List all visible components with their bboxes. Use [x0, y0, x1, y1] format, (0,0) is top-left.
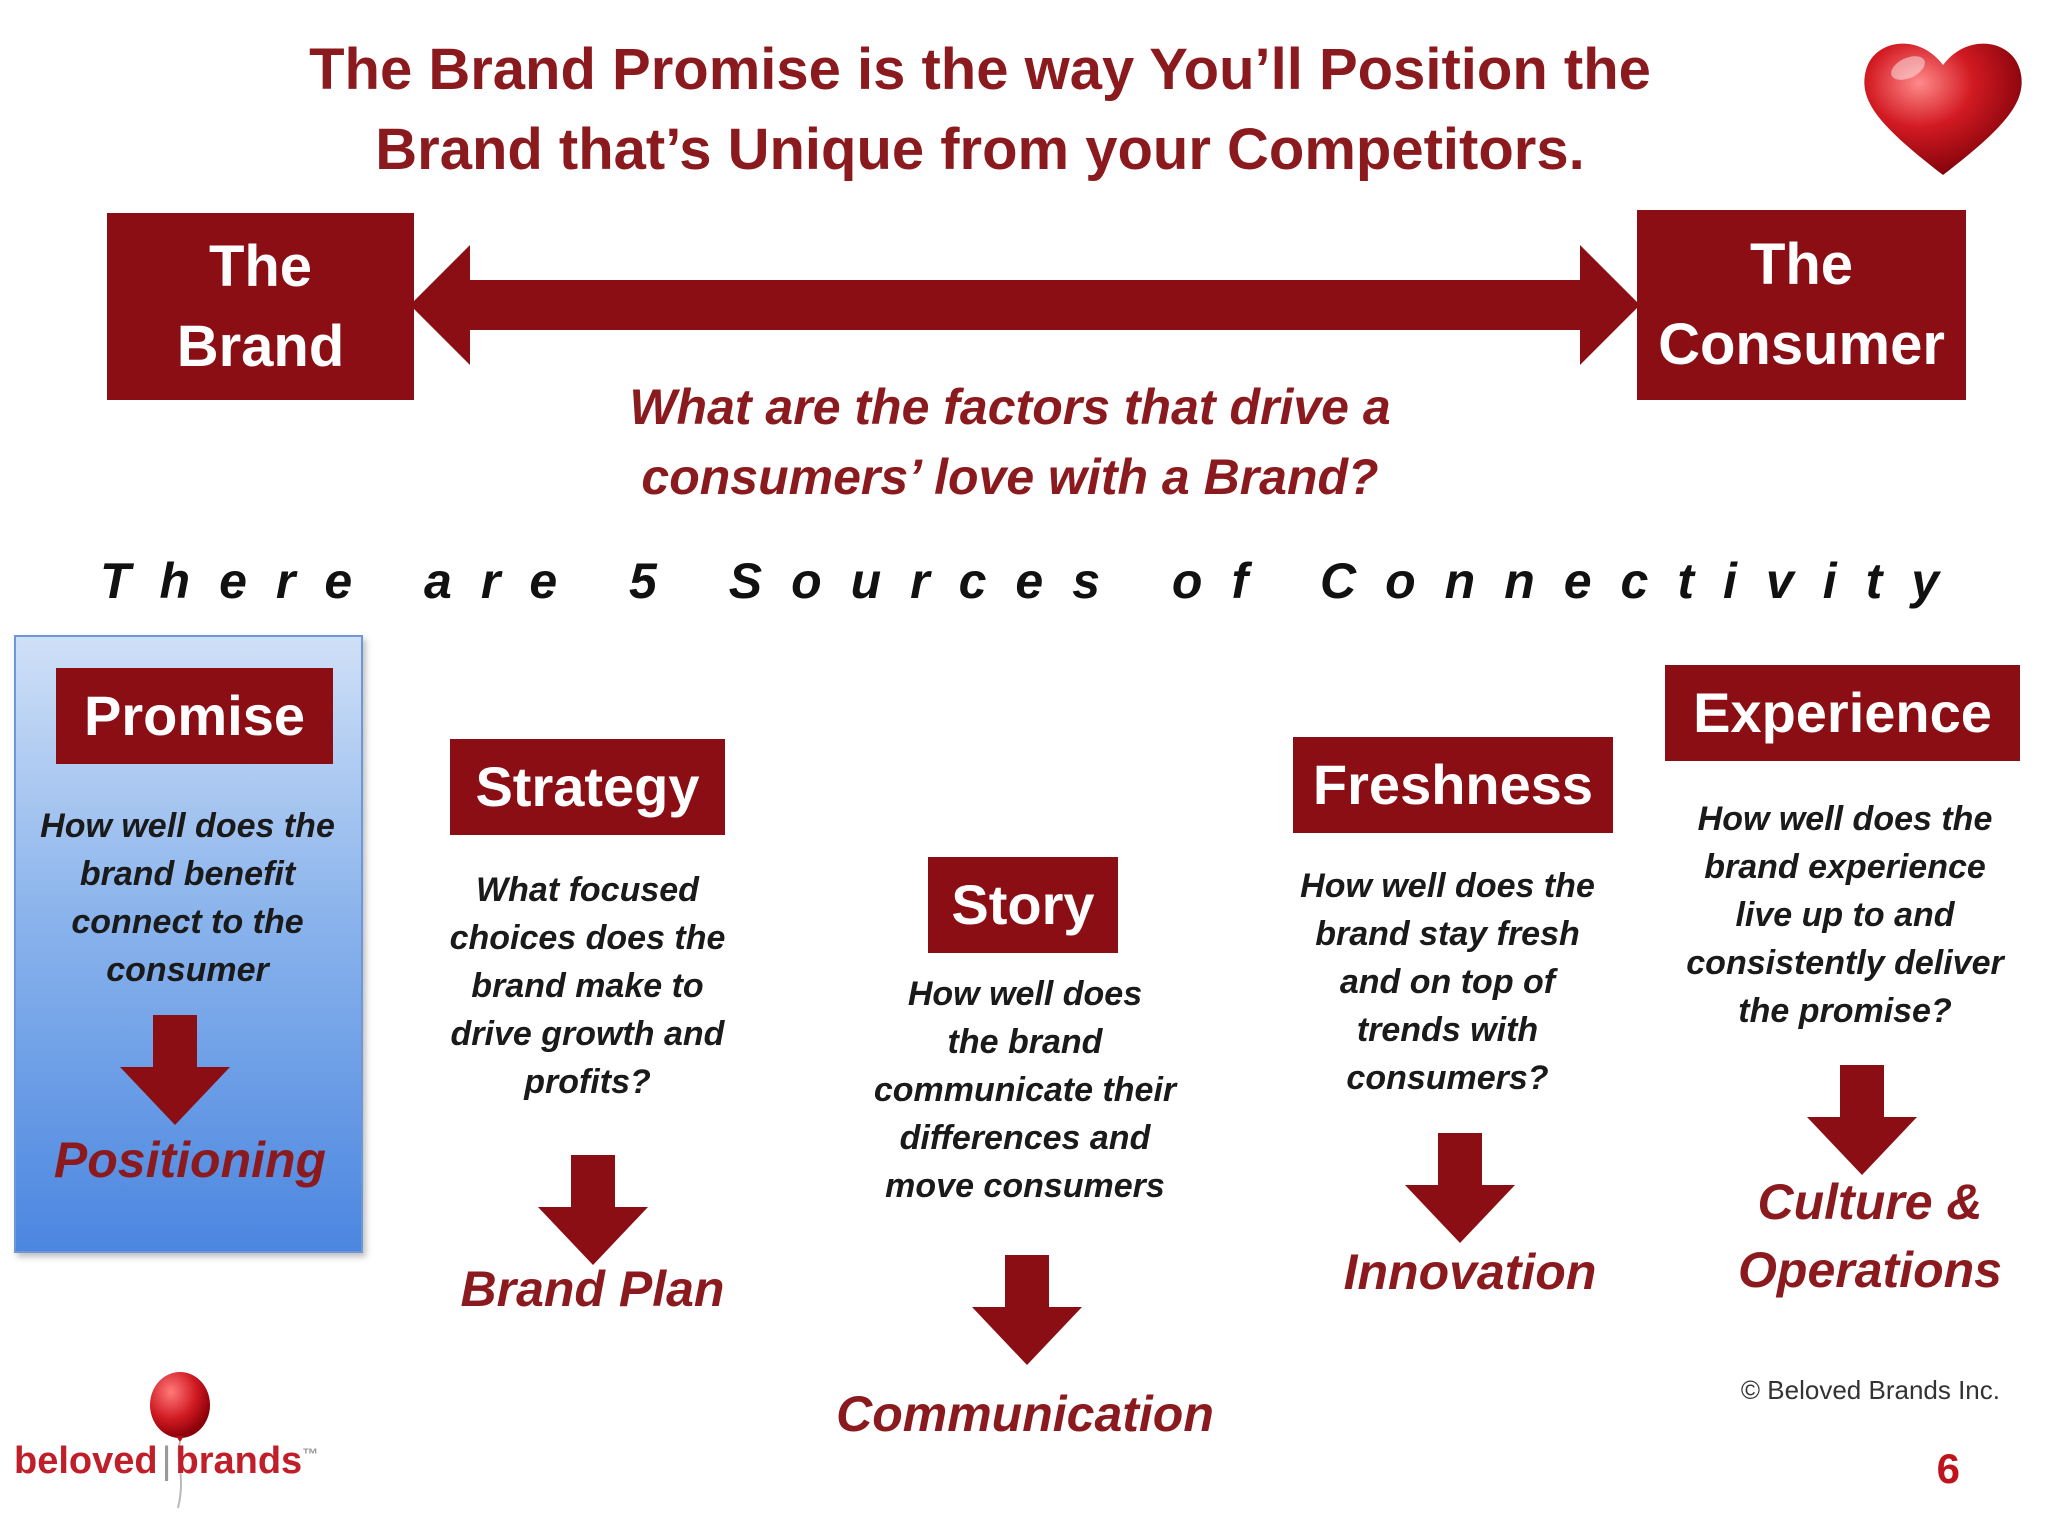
desc-line: profits?	[524, 1063, 651, 1101]
slide-title: The Brand Promise is the way You’ll Posi…	[180, 30, 1780, 190]
logo-word-2: brands	[175, 1440, 303, 1482]
desc-line: consumer	[106, 951, 269, 989]
desc-line: brand stay fresh	[1315, 915, 1580, 953]
desc-line: live up to and	[1735, 896, 1955, 934]
strategy-outcome: Brand Plan	[420, 1255, 765, 1323]
desc-line: consistently deliver	[1686, 944, 2004, 982]
central-question: What are the factors that drive a consum…	[560, 372, 1460, 512]
story-outcome: Communication	[800, 1380, 1250, 1448]
strategy-label: Strategy	[450, 739, 725, 835]
double-arrow-icon	[410, 245, 1640, 365]
desc-line: How well does the	[1300, 867, 1595, 905]
consumer-box-line-1: The	[1749, 232, 1854, 297]
down-arrow-icon	[120, 1015, 230, 1125]
outcome-line: Innovation	[1343, 1244, 1597, 1300]
desc-line: drive growth and	[450, 1015, 725, 1053]
consumer-box-line-2: Consumer	[1658, 312, 1945, 377]
desc-line: How well does the	[1697, 800, 1993, 838]
outcome-line: Communication	[836, 1386, 1214, 1442]
desc-line: How well does	[907, 975, 1143, 1013]
title-line-1: The Brand Promise is the way You’ll Posi…	[309, 37, 1651, 102]
promise-label: Promise	[56, 668, 333, 764]
story-label: Story	[928, 857, 1118, 953]
outcome-line: Culture &	[1757, 1174, 1983, 1230]
logo-trademark: ™	[302, 1446, 319, 1464]
promise-description: How well does the brand benefit connect …	[20, 802, 355, 994]
title-line-2: Brand that’s Unique from your Competitor…	[375, 117, 1585, 182]
outcome-line: Operations	[1738, 1242, 2002, 1298]
logo-separator: |	[161, 1440, 172, 1482]
down-arrow-icon	[972, 1255, 1082, 1365]
question-line-1: What are the factors that drive a	[629, 379, 1391, 435]
desc-line: choices does the	[449, 919, 726, 957]
outcome-line: Brand Plan	[460, 1261, 725, 1317]
desc-line: consumers?	[1346, 1059, 1549, 1097]
desc-line: differences and	[899, 1119, 1151, 1157]
promise-outcome: Positioning	[20, 1126, 360, 1194]
page-number: 6	[1936, 1445, 1960, 1492]
desc-line: How well does the	[40, 807, 335, 845]
story-description: How well does the brand communicate thei…	[840, 970, 1210, 1210]
desc-line: What focused	[476, 871, 699, 909]
experience-label: Experience	[1665, 665, 2020, 761]
desc-line: brand make to	[471, 967, 704, 1005]
desc-line: move consumers	[885, 1167, 1165, 1205]
outcome-line: Positioning	[53, 1132, 327, 1188]
brand-box-line-2: Brand	[176, 313, 345, 379]
freshness-label: Freshness	[1293, 737, 1613, 833]
experience-outcome: Culture & Operations	[1690, 1168, 2048, 1304]
freshness-outcome: Innovation	[1290, 1238, 1650, 1306]
desc-line: brand benefit	[79, 855, 296, 893]
the-consumer-box: The Consumer	[1637, 210, 1966, 400]
beloved-brands-logo: beloved|brands™	[14, 1440, 334, 1483]
desc-line: brand experience	[1704, 848, 1986, 886]
desc-line: the brand	[947, 1023, 1103, 1061]
brand-box-line-1: The	[208, 233, 313, 299]
the-brand-box: The Brand	[107, 213, 414, 400]
desc-line: trends with	[1356, 1011, 1539, 1049]
desc-line: the promise?	[1738, 992, 1952, 1030]
desc-line: communicate their	[873, 1071, 1177, 1109]
heart-icon	[1864, 43, 2022, 175]
copyright-notice: © Beloved Brands Inc.	[1740, 1375, 2000, 1405]
freshness-description: How well does the brand stay fresh and o…	[1265, 862, 1630, 1102]
down-arrow-icon	[1807, 1065, 1917, 1175]
down-arrow-icon	[1405, 1133, 1515, 1243]
sources-heading: There are 5 Sources of Connectivity	[100, 553, 1969, 609]
logo-word-1: beloved	[14, 1440, 158, 1482]
balloon-icon	[150, 1372, 210, 1509]
question-line-2: consumers’ love with a Brand?	[641, 449, 1379, 505]
down-arrow-icon	[538, 1155, 648, 1265]
desc-line: connect to the	[71, 903, 304, 941]
strategy-description: What focused choices does the brand make…	[415, 866, 760, 1106]
experience-description: How well does the brand experience live …	[1660, 795, 2030, 1035]
desc-line: and on top of	[1339, 963, 1556, 1001]
